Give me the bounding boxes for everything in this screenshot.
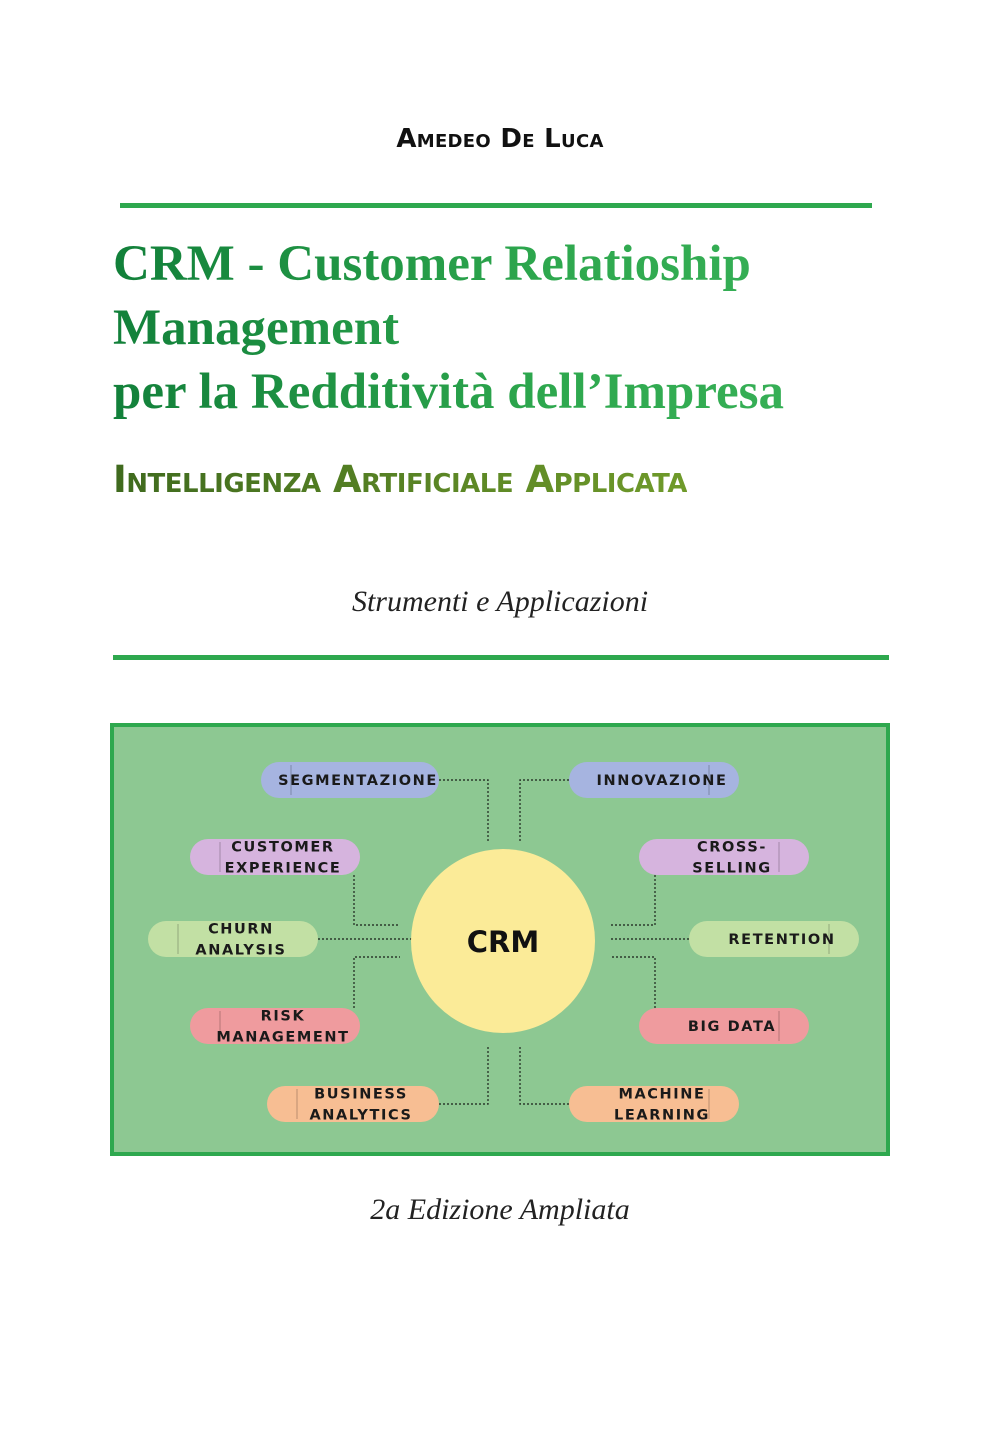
node-label-segmentazione-0: SEGMENTAZIONE [278, 773, 438, 789]
node-innovazione [569, 762, 739, 798]
node-label-customer-experience-0: CUSTOMER [231, 840, 334, 856]
node-label-machine-learning-1: LEARNING [614, 1108, 710, 1124]
crm-diagram-svg: CRM SEGMENTAZIONE CUSTOMER EXPERIENCE CHURN A… [110, 723, 890, 1156]
middle-divider [113, 655, 889, 660]
top-divider [120, 203, 872, 208]
crm-center-label: CRM [467, 925, 539, 959]
crm-diagram: CRM SEGMENTAZIONE CUSTOMER EXPERIENCE CHURN A… [110, 723, 890, 1156]
node-segmentazione [261, 762, 439, 798]
node-customer-experience [190, 839, 360, 875]
node-machine-learning [569, 1086, 739, 1122]
node-churn-analysis [148, 921, 318, 957]
connector-segmentazione [439, 779, 489, 841]
connector-innovazione [519, 779, 569, 841]
node-label-churn-analysis-0: CHURN [208, 922, 274, 938]
node-label-cross-selling-0: CROSS- [697, 840, 767, 856]
connector-business-analytics [439, 1045, 489, 1105]
node-risk-management [190, 1008, 360, 1044]
node-label-cross-selling-1: SELLING [692, 861, 771, 877]
node-label-innovazione-0: INNOVAZIONE [597, 773, 728, 789]
connector-customer-experience [353, 875, 400, 926]
tagline: Strumenti e Applicazioni [351, 585, 649, 618]
node-label-churn-analysis-1: ANALYSIS [195, 943, 286, 959]
title-line-2: Management [113, 300, 400, 356]
node-label-big-data-0: BIG DATA [688, 1019, 776, 1035]
node-big-data [639, 1008, 809, 1044]
crm-center-circle [411, 849, 595, 1033]
node-label-business-analytics-0: BUSINESS [314, 1087, 408, 1103]
node-label-customer-experience-1: EXPERIENCE [225, 861, 342, 877]
connector-machine-learning [519, 1045, 569, 1105]
node-label-retention-0: RETENTION [728, 932, 835, 948]
node-retention [689, 921, 859, 957]
book-title: CRM - Customer Relatioship Management pe… [113, 232, 913, 424]
book-subtitle: Intelligenza Artificiale Applicata [113, 458, 687, 501]
node-label-risk-management-1: MANAGEMENT [216, 1030, 349, 1046]
connector-cross-selling [610, 875, 656, 926]
author-name: Amedeo De Luca [396, 124, 604, 154]
node-cross-selling [639, 839, 809, 875]
node-business-analytics [267, 1086, 439, 1122]
node-label-risk-management-0: RISK [261, 1009, 306, 1025]
edition-note: 2a Edizione Ampliata [370, 1193, 630, 1226]
connector-big-data [610, 956, 656, 1008]
node-label-machine-learning-0: MACHINE [618, 1087, 705, 1103]
title-line-3: per la Redditività dell’Impresa [113, 364, 785, 420]
connector-risk-management [353, 956, 400, 1008]
node-label-business-analytics-1: ANALYTICS [309, 1108, 412, 1124]
title-line-1: CRM - Customer Relatioship [113, 236, 751, 292]
